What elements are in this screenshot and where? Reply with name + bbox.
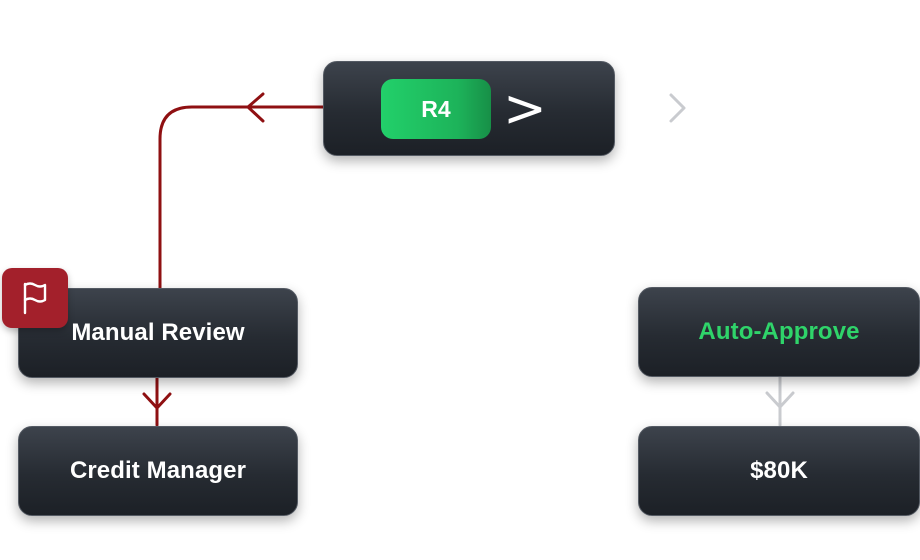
amount-node[interactable]: $80K — [638, 426, 920, 516]
inactive-path-arrowhead-down — [765, 391, 795, 409]
rule-chip[interactable]: R4 — [381, 79, 491, 139]
decision-node[interactable]: R4 > — [323, 61, 615, 156]
comparison-operator: > — [503, 79, 547, 139]
chevron-right-icon — [669, 93, 686, 123]
active-path-arrowhead-left — [246, 92, 265, 123]
flag-badge[interactable] — [2, 268, 68, 328]
manual-review-label: Manual Review — [71, 319, 245, 346]
flag-icon — [23, 282, 47, 315]
manual-review-node[interactable]: Manual Review — [18, 288, 298, 378]
active-path-to-manual-review — [158, 105, 325, 292]
auto-approve-node[interactable]: Auto-Approve — [638, 287, 920, 377]
credit-manager-label: Credit Manager — [69, 457, 247, 484]
active-path-arrowhead-down — [142, 392, 172, 410]
credit-manager-node[interactable]: Credit Manager — [18, 426, 298, 516]
auto-approve-label: Auto-Approve — [698, 318, 860, 345]
amount-label: $80K — [750, 457, 808, 484]
